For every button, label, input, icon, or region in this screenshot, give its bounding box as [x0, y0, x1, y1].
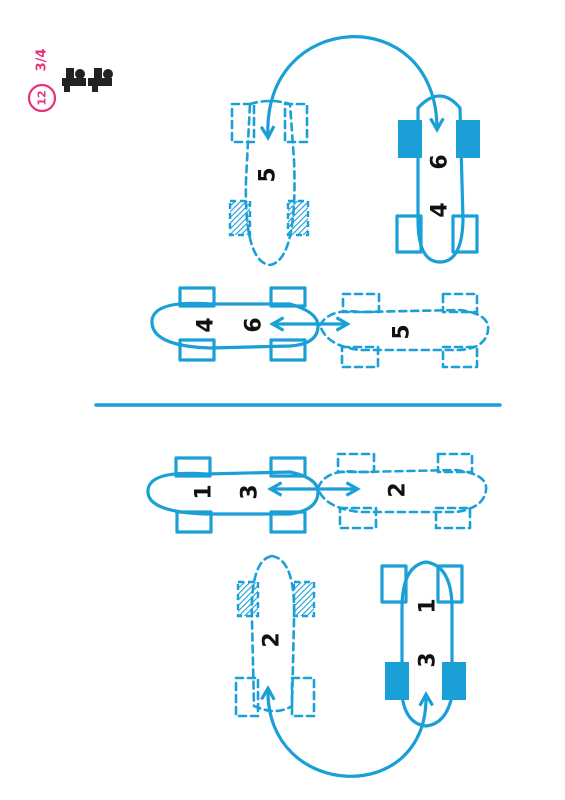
car-number-a: 4 [194, 317, 219, 332]
badge-fraction: 3/4 [35, 49, 50, 72]
car-number-a: 1 [192, 484, 217, 499]
car-number: 5 [256, 167, 281, 182]
car-number-b: 3 [416, 652, 441, 667]
solid-car-1-3-middle: 1 3 [146, 456, 320, 534]
car-number: 2 [260, 632, 285, 647]
solid-car-4-6-parked: 4 6 [395, 94, 480, 264]
dashed-car-5-parked: 5 [228, 99, 310, 267]
page-badge: 12 3/4 [27, 49, 113, 113]
dashed-car-5-middle: 5 [318, 292, 490, 369]
car-number-b: 3 [238, 484, 263, 499]
dashed-car-2-middle: 2 [316, 452, 488, 530]
car-number-b: 6 [242, 317, 267, 332]
dashed-car-2-parked: 2 [234, 554, 316, 718]
swap-arc-arrow-bottom [260, 685, 434, 778]
car-number-b: 6 [428, 154, 453, 169]
car-number-a: 1 [416, 598, 441, 613]
car-number: 2 [386, 482, 411, 497]
car-number-a: 4 [428, 202, 453, 217]
two-players-icon [62, 68, 113, 92]
swap-arc-arrow-top [259, 35, 445, 141]
badge-circle [27, 83, 57, 113]
solid-car-1-3-parked: 1 3 [380, 560, 466, 728]
badge-number: 12 [36, 90, 49, 105]
car-number: 5 [390, 324, 415, 339]
